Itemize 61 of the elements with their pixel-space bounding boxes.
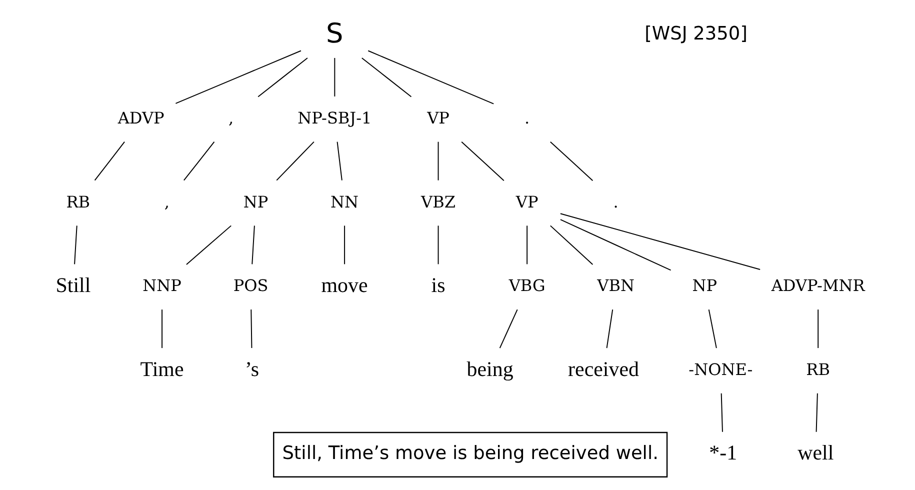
- node-text: .: [524, 108, 530, 128]
- connector: [185, 225, 232, 265]
- node-text: *-1: [708, 440, 737, 465]
- connector: [250, 309, 252, 349]
- connector: [549, 225, 593, 265]
- connector: [437, 141, 438, 181]
- node-text: NP: [242, 192, 268, 212]
- node-text: ’s: [244, 356, 259, 381]
- node-text: NP: [692, 276, 717, 296]
- connector: [817, 309, 818, 349]
- node-text: .: [612, 192, 618, 212]
- label: [WSJ 2350]: [644, 24, 747, 45]
- connector: [367, 50, 494, 104]
- node-text: received: [568, 356, 638, 381]
- connector: [182, 141, 214, 181]
- node-text: ADVP: [117, 108, 164, 128]
- connector: [334, 57, 335, 97]
- connector: [74, 225, 77, 265]
- node-text: NN: [330, 192, 358, 212]
- node-text: ,: [164, 192, 170, 212]
- connector: [559, 219, 671, 271]
- connector: [606, 309, 613, 349]
- node-text: RB: [66, 192, 90, 212]
- connector: [257, 57, 308, 98]
- node-text: ,: [228, 108, 234, 128]
- connector: [720, 392, 722, 432]
- node-text: VBN: [596, 276, 634, 296]
- connector: [251, 225, 254, 265]
- connector: [549, 141, 593, 182]
- connector: [344, 225, 345, 265]
- node-text: move: [320, 272, 368, 297]
- connector: [437, 225, 438, 265]
- node-text: NP-SBJ-1: [297, 108, 372, 128]
- connector: [174, 50, 301, 104]
- node-text: NNP: [142, 276, 181, 296]
- connector: [498, 309, 518, 349]
- node-text: -NONE-: [688, 360, 752, 379]
- connector: [559, 213, 760, 270]
- node-text: is: [430, 272, 445, 297]
- node-text: Still: [55, 272, 90, 297]
- node-text: POS: [232, 276, 268, 296]
- node-text: VP: [426, 108, 449, 128]
- connector: [708, 309, 716, 349]
- node-text: being: [466, 356, 513, 381]
- node-text: VBZ: [420, 192, 456, 212]
- node-text: VBG: [508, 276, 545, 296]
- node-text: VP: [515, 192, 538, 212]
- connector: [360, 57, 412, 98]
- node-text: Time: [140, 356, 184, 381]
- connector: [94, 141, 125, 181]
- connector: [460, 141, 504, 182]
- connector: [336, 141, 342, 181]
- node-box: Still, Time’s move is being received well.: [272, 432, 668, 478]
- connector: [276, 141, 314, 181]
- node-text: RB: [806, 360, 830, 379]
- node-text: well: [797, 440, 834, 465]
- node-text: ADVP-MNR: [770, 276, 864, 296]
- connector: [161, 309, 162, 349]
- connector: [526, 225, 528, 265]
- node-text: S: [326, 18, 343, 50]
- connector: [815, 392, 818, 432]
